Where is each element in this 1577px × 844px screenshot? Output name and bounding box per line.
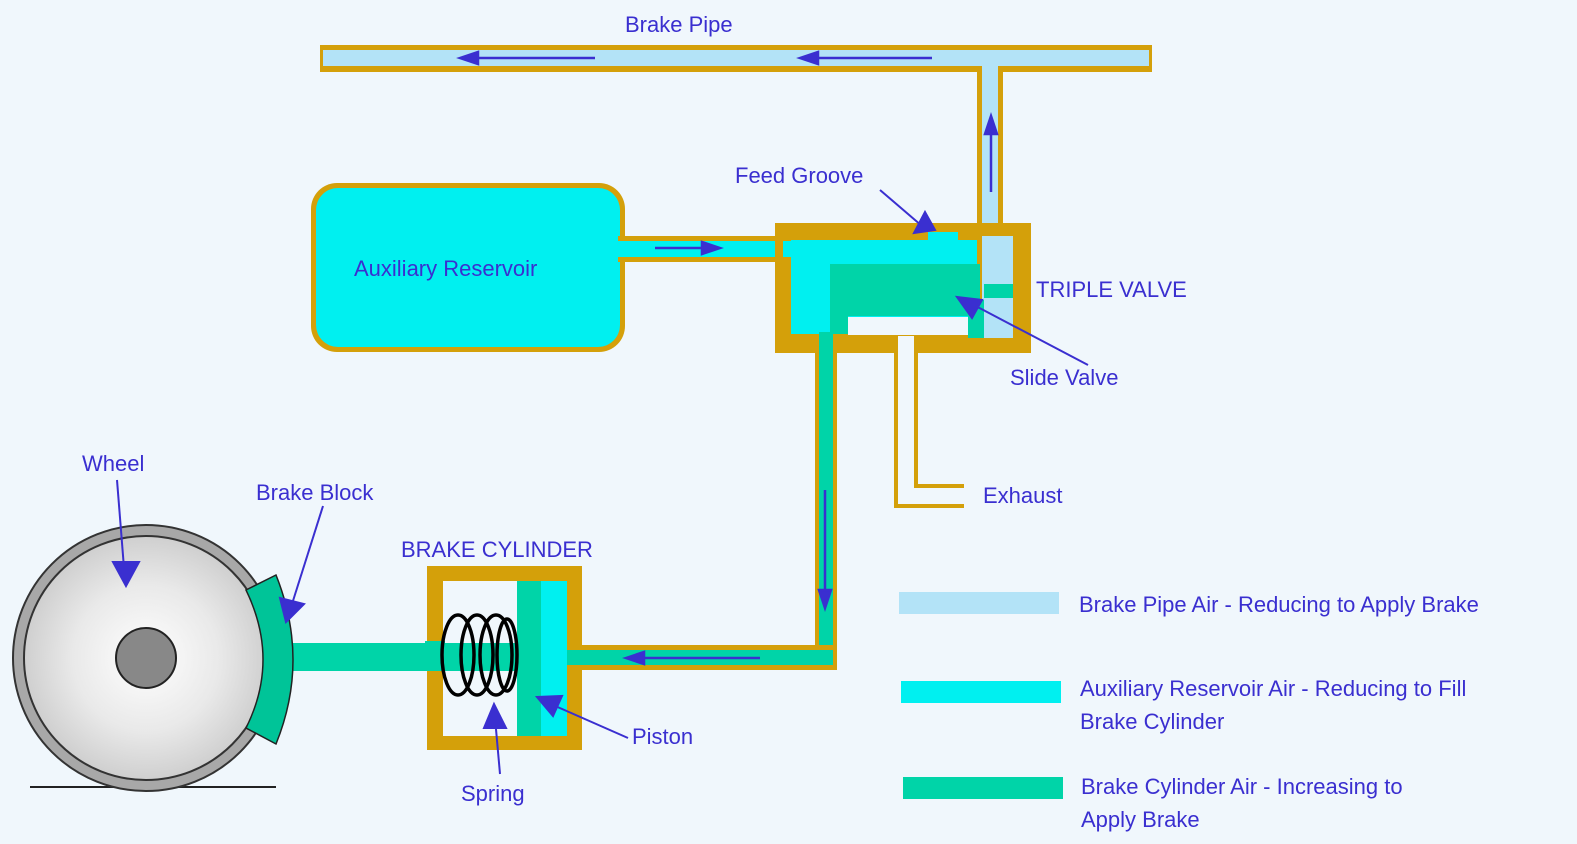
brake-pipe [320,45,1152,238]
leader-arrows [111,189,1089,775]
legend-swatch [903,777,1063,799]
exhaust-port [894,353,964,508]
auxiliary-reservoir-label: Auxiliary Reservoir [354,256,537,281]
spring [440,613,519,697]
legend-item-brake-pipe-air: Brake Pipe Air - Reducing to Apply Brake [899,592,1479,617]
exhaust-label: Exhaust [983,483,1063,508]
legend-swatch [899,592,1059,614]
brake-pipe-label: Brake Pipe [625,12,733,37]
piston-rod [283,643,519,671]
legend-swatch [901,681,1061,703]
brake-block-label: Brake Block [256,480,374,505]
wheel-label: Wheel [82,451,144,476]
legend-item-cylinder-air: Brake Cylinder Air - Increasing to Apply… [903,774,1403,832]
legend-item-reservoir-air: Auxiliary Reservoir Air - Reducing to Fi… [901,676,1466,734]
feed-groove-label: Feed Groove [735,163,863,188]
legend-text-line: Auxiliary Reservoir Air - Reducing to Fi… [1080,676,1466,701]
triple-valve-label: TRIPLE VALVE [1036,277,1187,302]
spring-label: Spring [461,781,525,806]
legend-text-line: Brake Pipe Air - Reducing to Apply Brake [1079,592,1479,617]
slide-valve-label: Slide Valve [1010,365,1118,390]
piston-label: Piston [632,724,693,749]
legend-text-line: Brake Cylinder [1080,709,1224,734]
legend-text-line: Brake Cylinder Air - Increasing to [1081,774,1403,799]
triple-valve-body [775,223,1031,356]
auxiliary-reservoir [311,183,790,352]
legend-text-line: Apply Brake [1081,807,1200,832]
legend: Brake Pipe Air - Reducing to Apply Brake… [899,592,1479,832]
brake-cylinder-pipe [576,332,837,670]
brake-cylinder-label: BRAKE CYLINDER [401,537,593,562]
wheel [12,524,280,792]
flow-arrows [456,50,999,666]
